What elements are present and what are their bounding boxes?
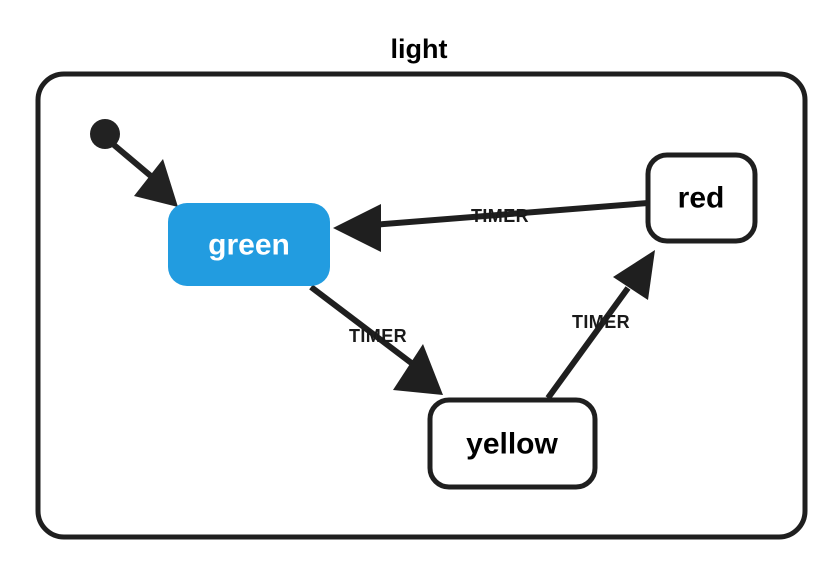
state-label-yellow: yellow — [466, 428, 558, 461]
transition-red-to-green[interactable]: TIMER — [333, 200, 649, 252]
state-node-yellow[interactable]: yellow — [427, 397, 598, 490]
state-label-red: red — [678, 182, 725, 215]
transition-line-red-to-green — [371, 200, 649, 228]
initial-state-dot — [90, 119, 120, 149]
transition-label-red-to-green: TIMER — [471, 206, 529, 226]
initial-transition-line — [112, 142, 154, 180]
transition-yellow-to-red[interactable]: TIMER — [545, 250, 655, 400]
arrowhead-yellow-to-red — [613, 250, 655, 300]
arrowhead-initial-to-green — [134, 159, 178, 207]
initial-transition — [90, 119, 178, 207]
arrowhead-green-to-yellow — [393, 344, 443, 395]
state-box-yellow[interactable] — [427, 397, 598, 490]
transition-line-green-to-yellow — [309, 284, 416, 368]
transition-line-yellow-to-red — [545, 286, 631, 400]
transition-green-to-yellow[interactable]: TIMER — [309, 284, 443, 395]
machine-title: light — [391, 34, 448, 64]
machine-container — [35, 71, 808, 540]
arrowhead-red-to-green — [333, 204, 381, 252]
state-label-green: green — [208, 229, 290, 262]
transition-label-yellow-to-red: TIMER — [572, 312, 630, 332]
state-box-green[interactable] — [168, 203, 330, 286]
state-node-green[interactable]: green — [168, 203, 330, 286]
state-node-red[interactable]: red — [645, 152, 758, 244]
transition-label-green-to-yellow: TIMER — [349, 326, 407, 346]
state-box-red[interactable] — [645, 152, 758, 244]
